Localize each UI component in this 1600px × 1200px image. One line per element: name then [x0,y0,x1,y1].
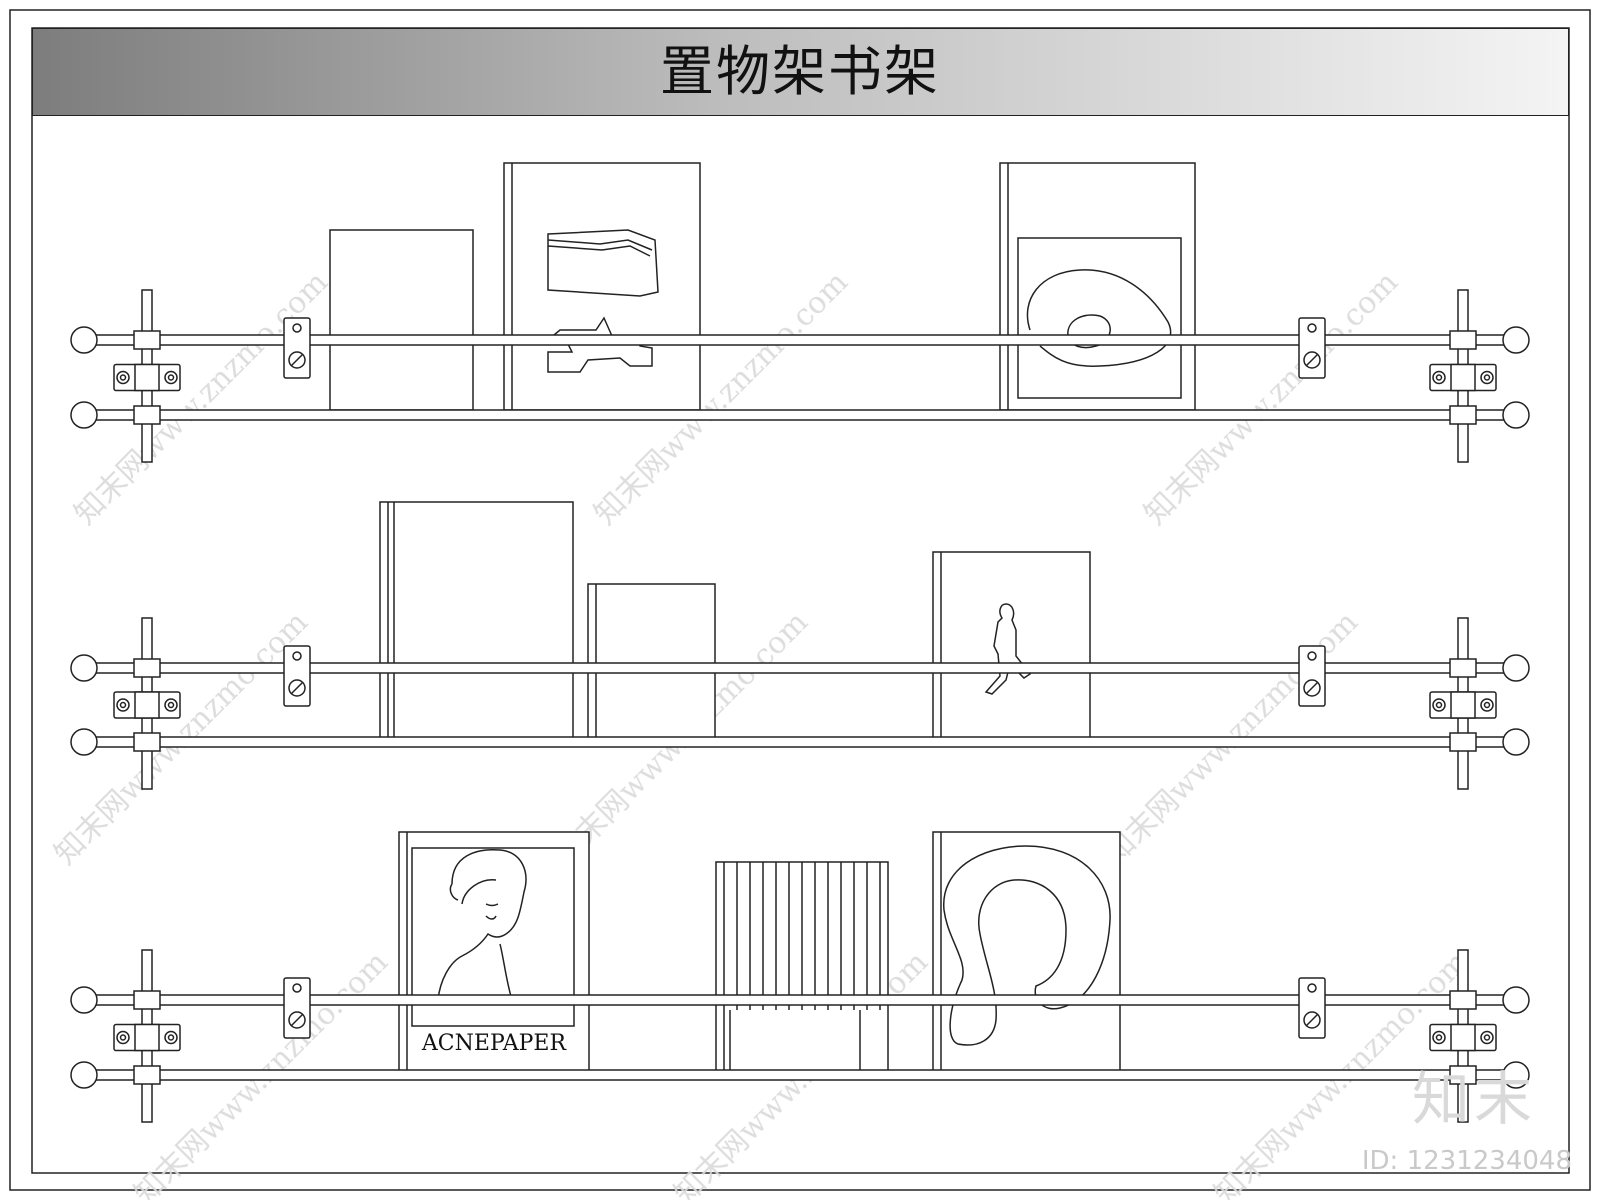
poster-caption: ACNEPAPER [421,1031,568,1056]
rail-collar [1449,732,1477,752]
screw-core [1435,701,1443,709]
rail-collar [133,732,161,752]
walking-figure-poster [932,551,1091,739]
screw-core [1435,374,1443,381]
rail-end-knob [1502,401,1530,429]
rail-end-knob [70,654,98,682]
rail-end-knob [70,401,98,429]
screw-core [119,1034,127,1041]
striped-box [715,861,889,1073]
rail-bar [83,736,1517,748]
curve-poster [932,831,1121,1073]
rail-collar [1449,990,1477,1010]
outer-frame [9,9,1591,1191]
bracket-hole [292,651,302,661]
screw-core [167,701,175,709]
screw-core [1483,1034,1491,1041]
clamp-block [134,363,160,392]
clamp-block [1450,363,1476,392]
rail-layer [70,289,1530,1123]
rail-collar [133,658,161,678]
tall-panel [379,501,574,739]
rail-end-knob [70,986,98,1014]
screw-core [119,701,127,709]
rail-collar [133,1065,161,1085]
clamp-block [1450,1023,1476,1052]
bracket-hole [292,323,302,333]
clamp-block [134,691,160,719]
rail-end-knob [70,1061,98,1089]
rail-end-knob [1502,986,1530,1014]
rail-end-knob [1502,654,1530,682]
drawing-id: ID: 1231234048 [1361,1146,1572,1176]
rail-bar [83,409,1517,421]
screw-core [1483,374,1491,381]
bracket-screw-slot [290,681,304,695]
brand-mark: 知末 [1411,1065,1536,1133]
clamp-block [1450,691,1476,719]
bracket-hole [1307,323,1317,333]
clamp-block [134,1023,160,1052]
bracket-screw-slot [290,1013,304,1027]
rail-end-knob [70,326,98,354]
sheet-title: 置物架书架 [660,40,940,103]
screw-core [1483,701,1491,709]
rail-collar [1449,330,1477,350]
bracket-screw-slot [1305,1013,1319,1027]
rail-collar [1449,1065,1477,1085]
bracket-hole [1307,983,1317,993]
spiral-panel [999,162,1196,411]
rail-bar [83,1069,1517,1081]
rail-collar [1449,658,1477,678]
rail-collar [133,990,161,1010]
shelf-middle-items [379,501,1091,739]
screw-core [1435,1034,1443,1041]
rail-end-knob [1502,728,1530,756]
plain-panel [329,229,474,411]
rail-collar [133,330,161,350]
screw-core [119,374,127,381]
rail-collar [133,405,161,425]
screw-core [167,1034,175,1041]
rail-end-knob [1502,1061,1530,1089]
bracket-screw-slot [1305,353,1319,367]
bracket-hole [292,983,302,993]
wire-basket-panel [503,162,701,411]
bracket-hole [1307,651,1317,661]
title-band [32,28,1569,116]
short-panel [587,583,716,739]
bracket-screw-slot [290,353,304,367]
rail-collar [1449,405,1477,425]
screw-core [167,374,175,381]
rail-end-knob [1502,326,1530,354]
rail-end-knob [70,728,98,756]
shelf-top-items [329,162,1196,411]
bracket-screw-slot [1305,681,1319,695]
svg-text:知末网www.znzmo.com: 知末网www.znzmo.com [68,265,335,532]
